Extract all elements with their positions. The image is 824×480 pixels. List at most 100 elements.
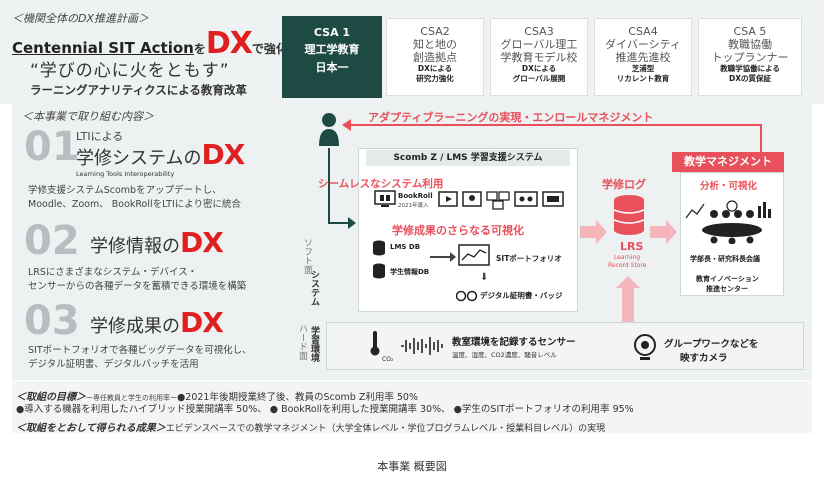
item-02-number: 02 [24, 218, 80, 264]
item-01-number: 01 [24, 124, 80, 170]
lms-db-label: LMS DB [390, 243, 421, 251]
action-tail: で強化 [251, 42, 288, 56]
camera-to-lrs-arrow [622, 288, 634, 330]
adaptive-arrow-vertical [760, 124, 762, 152]
camera-label-2: 映すカメラ [680, 353, 728, 364]
meeting-app-icon [486, 190, 510, 214]
lrs-to-mgmt-arrow [650, 226, 668, 238]
portfolio-label: SITポートフォリオ [496, 254, 562, 263]
env-side-label: 学習環境 [309, 326, 319, 362]
monitor-app-icon [514, 190, 538, 214]
csa-1-line2: 日本一 [315, 61, 349, 74]
item-03-heading: 学修成果のDX [90, 306, 224, 339]
seamless-label: シームレスなシステム利用 [318, 178, 444, 190]
hardware-side-label: ハード面 [297, 324, 307, 360]
lms-db-icon [372, 240, 386, 260]
item-03-dx: DX [180, 306, 224, 339]
learning-log-label: 学修ログ [602, 178, 646, 191]
csa-2-box: CSA2 知と地の 創造拠点 DXによる 研究力強化 [386, 18, 484, 96]
adaptive-label: アダプティブラーニングの実現・エンロールマネジメント [368, 111, 654, 124]
screen-app-icon [542, 190, 564, 214]
db-arrowhead [450, 252, 456, 262]
video-app-icon [438, 190, 458, 214]
item-01-title: 学修システムの [76, 148, 202, 169]
meeting-label-1: 学部長・研究科長会議 [690, 255, 760, 263]
item-01-desc2: Moodle、Zoom、 BookRollをLTIにより密に統合 [28, 199, 242, 210]
csa-2-sub2: 研究力強化 [416, 74, 454, 83]
cert-icon [455, 288, 478, 307]
csa-4-sub2: リカレント教育 [616, 74, 670, 83]
person-connector-line [328, 148, 330, 224]
software-side-label: ソフト面 [302, 238, 312, 274]
slogan: “学びの心に火をともす” [30, 61, 230, 81]
bookroll-label: BookRoll [398, 192, 433, 200]
camera-label-1: グループワークなどを [664, 339, 759, 350]
csa-3-line1: グローバル理工 [500, 38, 578, 51]
lrs-sub2: Record Store [608, 262, 647, 269]
goal-1: ●2021年後期授業終了後、教員のScomb Z利用率 50% [177, 392, 418, 403]
student-db-icon [372, 263, 386, 283]
adaptive-arrow-line [350, 124, 760, 126]
item-02-dx: DX [180, 226, 224, 259]
item-02-title: 学修情報の [90, 236, 180, 257]
adaptive-arrowhead [342, 119, 351, 131]
item-01-desc1: 学修支援システムScombをアップデートし、 [28, 185, 222, 196]
action-title: Centennial SIT ActionをDXで強化 [12, 26, 288, 61]
visualize-label: 学修成果のさらなる可視化 [392, 224, 524, 237]
figure-caption: 本事業 概要図 [377, 460, 447, 473]
doc-app-icon [462, 190, 482, 214]
cert-label: デジタル証明書・バッジ [480, 291, 563, 300]
sound-wave-icon [400, 336, 446, 360]
csa-2-sub1: DXによる [417, 64, 453, 73]
analytics-meeting-icon [684, 196, 780, 248]
csa-1-box: CSA 1 理工学教育 日本一 [282, 16, 382, 98]
bookroll-year: 2021年導入 [398, 203, 429, 209]
item-03-number: 03 [24, 298, 80, 344]
results-line: ＜取組をとおして得られる成果＞エビデンスベースでの教学マネジメント（大学全体レベ… [16, 416, 605, 435]
system-box [358, 148, 578, 312]
csa-3-sub1: DXによる [521, 64, 557, 73]
action-wo: を [193, 42, 206, 56]
goals-band [12, 381, 812, 433]
db-arrow [430, 256, 450, 258]
thermometer-icon [370, 330, 380, 360]
item-02-heading: 学修情報のDX [90, 226, 224, 259]
csa-5-sub2: DXの質保証 [728, 74, 771, 83]
goals-line-1: ＜取組の目標＞ー専任教員と学生の利用率ー●2021年後期授業終了後、教員のSco… [16, 385, 418, 404]
action-en: Centennial SIT Action [12, 39, 194, 57]
meeting-label-3: 推進センター [706, 285, 748, 293]
mgmt-header: 教学マネジメント [672, 152, 784, 172]
item-01-sub: Learning Tools Interoperability [76, 170, 175, 178]
section-label: ＜本事業で取り組む内容＞ [22, 110, 154, 123]
csa-5-title: CSA 5 [733, 25, 767, 38]
meeting-label-2: 教育イノベーション [696, 275, 759, 283]
camera-icon [632, 334, 658, 366]
lrs-sub1: Learning [614, 254, 641, 261]
result-label: ＜取組をとおして得られる成果＞ [16, 423, 166, 434]
camera-to-lrs-arrowhead [616, 276, 640, 288]
csa-1-title: CSA 1 [313, 26, 351, 39]
plan-label: ＜機関全体のDX推進計画＞ [12, 12, 150, 25]
goals-dash: ー専任教員と学生の利用率ー [86, 394, 177, 402]
action-dx: DX [205, 26, 253, 61]
item-01-dx: DX [201, 138, 245, 171]
csa-4-line1: ダイバーシティ [605, 38, 681, 51]
csa-3-line2: 学教育モデル校 [500, 51, 578, 64]
csa-5-line2: トップランナー [711, 51, 789, 64]
lrs-db-icon [612, 194, 646, 240]
reform-text: ラーニングアナリティクスによる教育改革 [30, 83, 247, 97]
item-02-desc1: LRSにさまざまなシステム・デバイス・ [28, 267, 198, 278]
csa-2-line2: 創造拠点 [413, 51, 457, 64]
analysis-label: 分析・可視化 [700, 181, 758, 192]
portfolio-down-arrow: ⬇ [480, 272, 489, 283]
result-text: エビデンスベースでの教学マネジメント（大学全体レベル・学位プログラムレベル・授業… [165, 424, 606, 434]
csa-4-line2: 推進先進校 [615, 51, 671, 64]
csa-5-sub1: 教職学協働による [720, 64, 780, 73]
goal-2: ●導入する機器を利用したハイブリッド授業開講率 50%、 ● BookRollを… [16, 404, 634, 415]
item-01-heading: 学修システムのDX [76, 138, 245, 171]
lrs-to-mgmt-arrowhead [666, 220, 677, 244]
goals-label: ＜取組の目標＞ [16, 392, 86, 403]
system-to-lrs-arrowhead [596, 220, 607, 244]
csa-3-sub2: グローバル展開 [512, 74, 566, 83]
csa-4-title: CSA4 [628, 25, 658, 38]
